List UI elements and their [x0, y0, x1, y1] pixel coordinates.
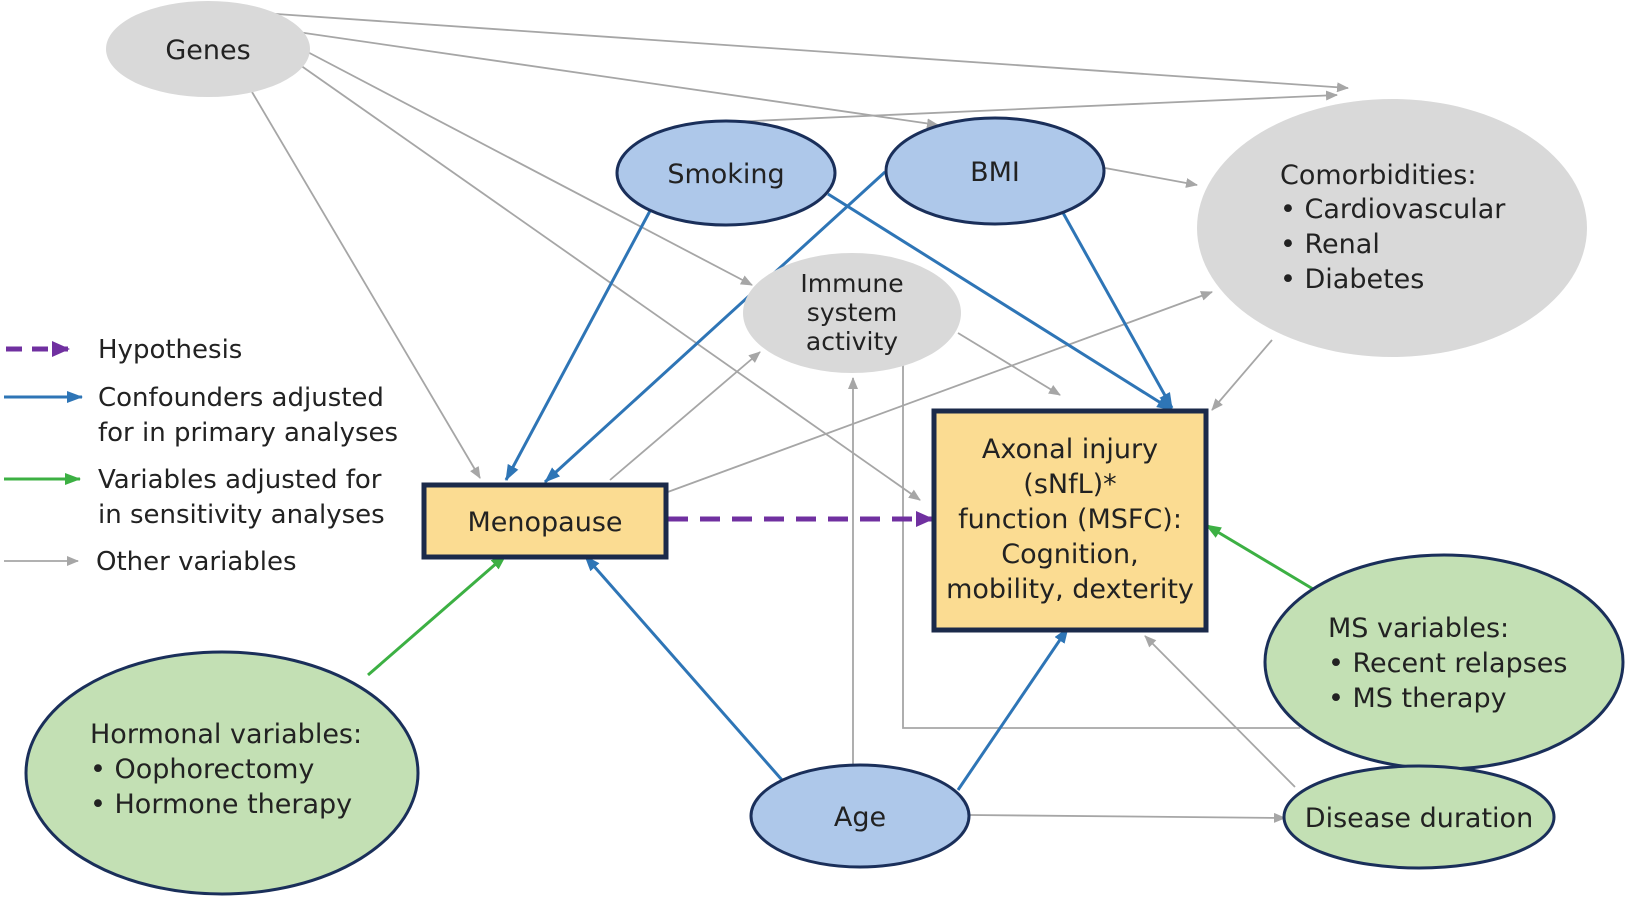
arrow-smoking-menopause [504, 208, 653, 481]
arrow-age-menopause [583, 555, 784, 781]
arrow-bmi-comorbidities [1104, 167, 1198, 188]
arrow-msvars-outcome [1205, 523, 1319, 594]
legend-sensitivity-label-line2: in sensitivity analyses [98, 500, 385, 530]
sensitivity-arrows [367, 523, 1319, 677]
outcome-label-line2: (sNfL)* [1023, 469, 1116, 500]
legend-hypothesis: Hypothesis [6, 335, 242, 365]
bmi-label: BMI [970, 157, 1020, 188]
arrow-hormonal-menopause [367, 553, 507, 677]
immune-label-line3: activity [806, 327, 898, 356]
outcome-label-line3: function (MSFC): [958, 504, 1182, 535]
node-age: Age [749, 763, 971, 869]
arrow-smoking-outcome [827, 192, 1173, 412]
node-outcome: Axonal injury (sNfL)* function (MSFC): C… [931, 408, 1209, 633]
arrow-smoking-comorbidities [729, 90, 1338, 123]
node-ms-variables: MS variables: • Recent relapses • MS the… [1263, 553, 1625, 771]
legend-hypothesis-label: Hypothesis [98, 335, 242, 365]
node-comorbidities: Comorbidities: • Cardiovascular • Renal … [1197, 99, 1587, 357]
legend-sensitivity-label-line1: Variables adjusted for [98, 465, 382, 495]
node-genes: Genes [106, 1, 310, 97]
ms-variables-title: MS variables: [1328, 613, 1509, 644]
smoking-label: Smoking [667, 159, 784, 190]
comorbidities-item: • Diabetes [1280, 264, 1424, 295]
hormonal-title: Hormonal variables: [90, 719, 362, 750]
immune-label-line1: Immune [800, 269, 903, 298]
arrow-menopause-immune [609, 351, 761, 481]
arrow-comorbidities-outcome [1211, 339, 1273, 411]
arrow-msvars-immune [898, 349, 1300, 729]
outcome-label-line4: Cognition, [1001, 539, 1138, 570]
hormonal-item: • Oophorectomy [90, 754, 314, 785]
legend-other-label: Other variables [96, 547, 297, 577]
arrow-age-outcome [956, 627, 1070, 791]
immune-label-line2: system [807, 298, 897, 327]
other-arrows [251, 12, 1349, 823]
outcome-label-line1: Axonal injury [982, 434, 1158, 465]
node-smoking: Smoking [615, 119, 837, 227]
arrow-genes-bmi [269, 27, 939, 129]
age-label: Age [834, 802, 886, 833]
comorbidities-title: Comorbidities: [1280, 160, 1476, 191]
arrow-duration-outcome [1144, 635, 1296, 788]
legend-other: Other variables [4, 547, 297, 577]
disease-duration-label: Disease duration [1305, 803, 1533, 834]
arrow-menopause-comorbidities [664, 291, 1213, 494]
node-immune: Immune system activity [743, 253, 961, 373]
node-bmi: BMI [884, 116, 1106, 226]
arrow-genes-immune [299, 47, 753, 286]
comorbidities-item: • Cardiovascular [1280, 194, 1506, 225]
hormonal-item: • Hormone therapy [90, 789, 352, 820]
genes-label: Genes [165, 35, 250, 66]
ms-variables-item: • Recent relapses [1328, 648, 1567, 679]
legend-confounders-label-line1: Confounders adjusted [98, 383, 384, 413]
arrow-genes-comorbidities [261, 12, 1349, 93]
arrow-age-duration [969, 812, 1286, 823]
node-hormonal: Hormonal variables: • Oophorectomy • Hor… [24, 650, 420, 896]
comorbidities-item: • Renal [1280, 229, 1380, 260]
legend-confounders: Confounders adjusted for in primary anal… [4, 383, 398, 448]
node-disease-duration: Disease duration [1282, 764, 1556, 870]
ms-variables-item: • MS therapy [1328, 683, 1507, 714]
confounder-arrows [504, 170, 1174, 791]
node-menopause: Menopause [421, 482, 669, 560]
outcome-label-line5: mobility, dexterity [946, 574, 1194, 605]
arrow-bmi-outcome [1060, 210, 1174, 409]
arrow-genes-menopause [251, 91, 481, 479]
arrow-immune-outcome [957, 332, 1061, 396]
legend-confounders-label-line2: for in primary analyses [98, 418, 398, 448]
arrow-bmi-menopause [543, 170, 887, 484]
legend-sensitivity: Variables adjusted for in sensitivity an… [4, 465, 385, 530]
legend: Hypothesis Confounders adjusted for in p… [4, 335, 398, 577]
menopause-label: Menopause [467, 507, 622, 538]
